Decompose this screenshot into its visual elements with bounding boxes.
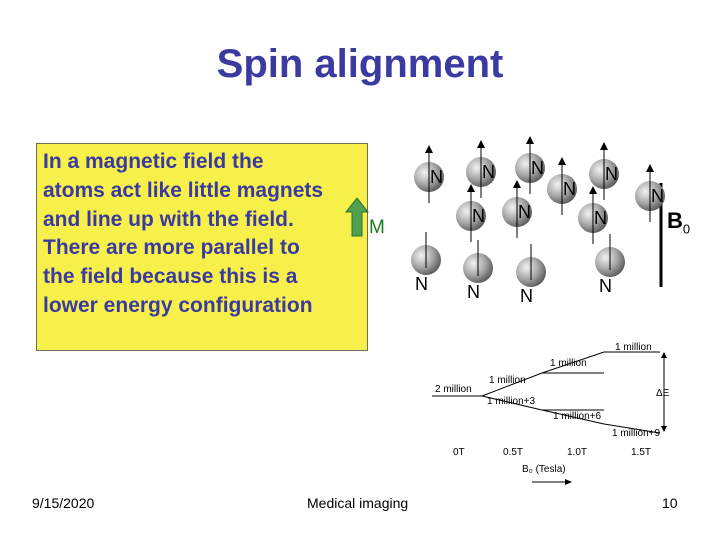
spin-arrowhead-icon [425,145,433,153]
x-tick-3: 1.5T [631,447,651,458]
footer-date: 9/15/2020 [32,495,95,511]
spin-up-2: N [466,140,496,198]
delta-e-label: ΔE [656,388,670,399]
spin-pole-label: N [651,186,664,206]
spin-down-11: N [463,240,493,302]
magnetization-label: M [369,217,385,238]
spin-pole-label: N [415,274,428,294]
spin-pole-label: N [531,158,544,178]
state-label-1million-a: 1 million [489,375,526,386]
x-tick-2: 1.0T [567,447,587,458]
text-line-5: the field because this is a [43,265,298,288]
field-label-subscript: 0 [682,221,691,237]
x-tick-0: 0T [453,447,465,458]
state-label-1million-3: 1 million+3 [487,396,536,407]
state-label-1million-c: 1 million [615,342,652,353]
text-line-1: In a magnetic field the [43,150,264,173]
spin-arrowhead-icon [646,164,654,172]
footer-page-number: 10 [662,495,678,511]
text-line-4: There are more parallel to [43,236,300,259]
level-line-bottom-branch [481,395,661,434]
text-line-2: atoms act like little magnets [43,179,324,202]
spin-up-1: N [414,145,444,203]
spin-up-3: N [515,136,545,194]
spin-arrowhead-icon [467,184,475,192]
spin-pole-label: N [594,208,607,228]
spin-up-7: N [456,184,486,242]
spin-arrowhead-icon [526,136,534,144]
delta-e-arrowhead-down-icon [661,426,667,432]
spin-pole-label: N [467,282,480,302]
spin-arrowhead-icon [589,186,597,194]
spin-pole-label: N [599,276,612,296]
field-label: B0 [667,208,690,236]
state-label-2million: 2 million [435,384,472,395]
x-tick-1: 0.5T [503,447,523,458]
spin-pole-label: N [482,162,495,182]
spin-down-13: N [595,234,625,296]
text-line-3: and line up with the field. [43,208,294,231]
energy-level-diagram: 2 million 1 million 1 million+3 1 millio… [432,342,670,485]
level-line-top-branch [481,351,660,397]
explanation-textbox: In a magnetic field the atoms act like l… [36,143,368,351]
spin-pole-label: N [518,202,531,222]
spin-arrowhead-icon [600,142,608,150]
x-axis-label: B₀ (Tesla) [522,464,566,475]
magnetization-arrow-icon [344,197,370,237]
footer-center: Medical imaging [307,495,409,511]
field-label-b: B [667,208,683,233]
slide-title: Spin alignment [216,42,504,86]
spin-pole-label: N [430,167,443,187]
text-line-6: lower energy configuration [43,294,313,317]
state-label-1million-b: 1 million [550,358,587,369]
spin-up-9: N [578,186,608,244]
spin-arrowhead-icon [513,180,521,188]
spin-arrowhead-icon [558,157,566,165]
spin-pole-label: N [520,286,533,306]
spin-up-4: N [589,142,619,200]
spin-pole-label: N [472,206,485,226]
spin-up-6: N [635,164,665,222]
state-label-1million-6: 1 million+6 [553,411,602,422]
spin-down-10: N [411,232,441,294]
spin-up-5: N [547,157,577,215]
state-label-1million-9: 1 million+9 [612,428,661,439]
x-axis-arrowhead-icon [565,479,572,485]
delta-e-arrowhead-up-icon [661,352,667,358]
spin-pole-label: N [605,164,618,184]
spin-down-12: N [516,244,546,306]
spin-pole-label: N [563,179,576,199]
spin-up-8: N [502,180,532,238]
spin-arrowhead-icon [477,140,485,148]
